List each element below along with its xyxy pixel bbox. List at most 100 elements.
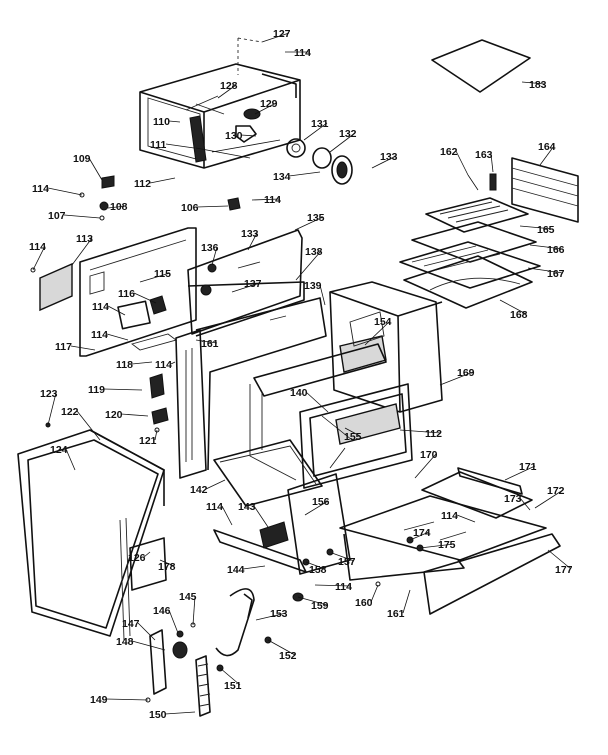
callout-leader-130 bbox=[240, 134, 257, 137]
callout-150: 150 bbox=[149, 709, 167, 721]
callout-leader-114 bbox=[32, 245, 46, 271]
callout-leader-114 bbox=[456, 514, 476, 523]
callout-leader-128 bbox=[217, 84, 237, 99]
callout-155: 155 bbox=[344, 431, 362, 443]
callout-leader-112 bbox=[399, 429, 442, 434]
callout-leader-134 bbox=[288, 171, 321, 177]
callout-120: 120 bbox=[105, 409, 123, 421]
callout-leader-155 bbox=[344, 427, 361, 437]
callout-leader-159 bbox=[297, 596, 328, 606]
callout-leader-149 bbox=[105, 698, 149, 701]
callout-161: 161 bbox=[201, 338, 219, 350]
callout-166: 166 bbox=[547, 244, 565, 256]
callout-109: 109 bbox=[73, 153, 91, 165]
callout-leader-124 bbox=[65, 448, 76, 471]
callout-leader-120 bbox=[120, 413, 149, 417]
callout-leader-140 bbox=[305, 391, 329, 413]
callout-leader-110 bbox=[168, 120, 181, 123]
callout-133: 133 bbox=[380, 151, 398, 163]
callout-114: 114 bbox=[441, 510, 458, 522]
callout-leader-131 bbox=[303, 122, 328, 141]
callout-114: 114 bbox=[91, 329, 108, 341]
callout-leader-145 bbox=[192, 595, 196, 626]
callout-178: 178 bbox=[158, 561, 176, 573]
callout-leader-115 bbox=[139, 272, 171, 283]
callout-leader-156 bbox=[304, 500, 329, 516]
callout-leader-164 bbox=[539, 145, 555, 166]
callout-leader-174 bbox=[409, 531, 430, 541]
callout-leader-111 bbox=[165, 143, 195, 149]
callout-153: 153 bbox=[270, 608, 288, 620]
callout-161: 161 bbox=[387, 608, 405, 620]
callout-leader-108 bbox=[107, 205, 127, 209]
callout-leader-170 bbox=[414, 453, 437, 479]
callout-138: 138 bbox=[305, 246, 323, 258]
callout-108: 108 bbox=[110, 201, 128, 213]
callout-leader-114 bbox=[106, 333, 129, 341]
callout-leader-161 bbox=[195, 339, 218, 344]
callout-114: 114 bbox=[155, 359, 172, 371]
callout-151: 151 bbox=[224, 680, 242, 692]
callout-127: 127 bbox=[273, 28, 291, 40]
callout-leader-167 bbox=[527, 267, 564, 274]
callout-leader-113 bbox=[71, 237, 93, 266]
storage-drawer bbox=[339, 467, 561, 615]
callout-143: 143 bbox=[238, 501, 256, 513]
callout-leader-133 bbox=[247, 232, 258, 251]
callout-183: 183 bbox=[529, 79, 547, 91]
callout-leader-135 bbox=[294, 216, 324, 231]
callout-132: 132 bbox=[339, 128, 357, 140]
callout-leader-152 bbox=[267, 639, 296, 656]
callout-165: 165 bbox=[537, 224, 555, 236]
callout-146: 146 bbox=[153, 605, 171, 617]
callout-112: 112 bbox=[134, 178, 151, 190]
callout-149: 149 bbox=[90, 694, 108, 706]
oven-door-assembly bbox=[249, 343, 413, 489]
callout-164: 164 bbox=[538, 141, 556, 153]
callout-leader-146 bbox=[168, 609, 179, 634]
callout-169: 169 bbox=[457, 367, 475, 379]
callout-136: 136 bbox=[201, 242, 219, 254]
callout-leader-151 bbox=[219, 667, 241, 686]
broiler-pan-set bbox=[399, 197, 541, 309]
cabinet-frame bbox=[149, 297, 327, 479]
callout-131: 131 bbox=[311, 118, 329, 130]
callout-159: 159 bbox=[311, 600, 329, 612]
callout-114: 114 bbox=[264, 194, 281, 206]
side-panel bbox=[17, 422, 167, 641]
callout-leader-172 bbox=[534, 489, 564, 509]
callout-134: 134 bbox=[273, 171, 291, 183]
callout-177: 177 bbox=[555, 564, 573, 576]
callout-leader-162 bbox=[455, 150, 469, 176]
callout-leader-150 bbox=[164, 711, 196, 715]
callout-leader-119 bbox=[103, 388, 143, 391]
callout-leader-127 bbox=[261, 32, 290, 43]
callout-140: 140 bbox=[290, 387, 308, 399]
callout-114: 114 bbox=[92, 301, 109, 313]
callout-leader-114 bbox=[221, 505, 233, 526]
cover-plate bbox=[431, 39, 531, 93]
callout-leader-147 bbox=[137, 622, 156, 641]
callout-leader-114 bbox=[47, 187, 83, 196]
callout-156: 156 bbox=[312, 496, 330, 508]
callout-leader-158 bbox=[305, 561, 326, 570]
callout-115: 115 bbox=[154, 268, 171, 280]
callout-leader-166 bbox=[529, 244, 564, 250]
callout-160: 160 bbox=[355, 597, 373, 609]
callout-137: 137 bbox=[244, 278, 262, 290]
callout-leader-116 bbox=[133, 292, 157, 304]
callout-158: 158 bbox=[309, 564, 327, 576]
callout-135: 135 bbox=[307, 212, 325, 224]
callout-leader-139 bbox=[319, 284, 326, 306]
callout-118: 118 bbox=[116, 359, 133, 371]
callout-139: 139 bbox=[304, 280, 322, 292]
callout-leader-132 bbox=[329, 132, 356, 153]
callout-174: 174 bbox=[413, 527, 431, 539]
callout-152: 152 bbox=[279, 650, 297, 662]
callout-129: 129 bbox=[260, 98, 278, 110]
callout-leader-122 bbox=[76, 410, 101, 441]
callout-leader-129 bbox=[254, 102, 277, 115]
callout-171: 171 bbox=[519, 461, 537, 473]
